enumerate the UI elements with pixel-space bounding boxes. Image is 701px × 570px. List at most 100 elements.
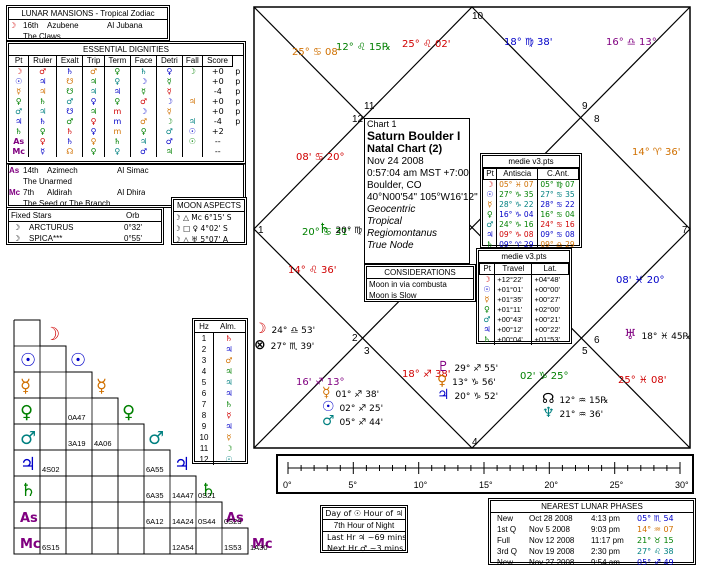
aspect-cell [39, 475, 67, 503]
aspect-grid-label: Mc [252, 537, 273, 552]
planet-position: ♃ 20° ♑ 52' [437, 387, 498, 403]
house-row: 5♃ [195, 377, 245, 388]
travel-row: ☽+12°22'+04°48' [479, 274, 569, 285]
house-number: 10 [472, 11, 484, 22]
cusp-label: 08' ♓ 20° [616, 275, 665, 286]
fixed-star-row: ☽ SPICA*** 0°55' [9, 233, 161, 244]
cusp-label: 02' ♑ 25° [520, 371, 569, 382]
house-row: 12☉ [195, 454, 245, 465]
chart-name: Saturn Boulder I [367, 129, 461, 143]
aspect-grid-row-label: ♄ [20, 480, 36, 501]
aspect-cell [117, 527, 145, 555]
moon-aspect-row: ☽ △ Mc 6°15' S [174, 213, 232, 222]
ruler-tick-label: 0° [283, 480, 292, 490]
planetary-hour-panel: Day of ☉ Hour of ♃ 7th Hour of Night Las… [320, 505, 408, 553]
fixed-stars-panel: Fixed Stars Orb ☽ ARCTURUS 0°32' ☽ SPICA… [6, 207, 164, 245]
aspect-cell-value: 3A19 [68, 439, 86, 448]
house-number: 3 [364, 346, 370, 357]
aspect-grid-row-label: ♃ [20, 454, 36, 475]
aspect-grid-row-label: ♀ [20, 402, 33, 423]
aspect-cell [117, 449, 145, 477]
dignity-row: Mc☿☊♀♀♂♃-- [9, 147, 243, 157]
cusp-label: 20° ♋ 31' [302, 227, 351, 238]
house-row: 7♄ [195, 399, 245, 410]
dignity-row: ♄♀♄♀m♀♂☉+2 [9, 127, 243, 137]
aspect-cell [91, 527, 119, 555]
aspect-grid-label: ♄ [200, 480, 216, 501]
aspect-cell-value: 6S15 [42, 543, 60, 552]
dignities-header: Trip [82, 56, 105, 67]
house-number: 2 [352, 333, 358, 344]
aspect-cell [39, 371, 67, 399]
cusp-label: 16' ♐ 13° [296, 377, 345, 388]
ruler-tick-label: 30° [675, 480, 689, 490]
dignities-header: Ruler [28, 56, 58, 67]
ruler-tick-label: 15° [479, 480, 493, 490]
aspect-cell [65, 501, 93, 529]
lunar-mansion-row: ☽ 16th Azubene Al Jubana [9, 21, 143, 30]
aspect-grid-row-label: Mc [20, 537, 41, 552]
moon-aspects-panel: MOON ASPECTS ☽ △ Mc 6°15' S ☽ □ ♀ 4°02' … [171, 197, 247, 245]
travel-row: ♃+00°12'+00°22' [479, 325, 569, 335]
house-row: 4♃ [195, 366, 245, 377]
house-row: 8☿ [195, 410, 245, 421]
house-number: 1 [258, 225, 264, 236]
chart-number: Chart 1 [367, 119, 397, 129]
planet-position: ♅ 18° ♓ 45℞ [624, 327, 691, 343]
aspect-cell [117, 475, 145, 503]
aspect-cell [91, 475, 119, 503]
aspect-cell [117, 501, 145, 529]
moon-aspect-row: ☽ △ ♅ 5°07' A [174, 235, 229, 244]
dignities-header: Score [202, 56, 233, 67]
dignities-header: Detri [156, 56, 183, 67]
aspect-cell [65, 449, 93, 477]
dignities-header: Fall [182, 56, 204, 67]
chart-type: Natal Chart (2) [367, 143, 443, 155]
asc-icon: As [9, 166, 20, 175]
aspect-cell [39, 501, 67, 529]
moon-aspects-title: MOON ASPECTS [174, 200, 244, 212]
degree-ruler: 0°5°10°15°20°25°30° [276, 454, 694, 494]
lunar-mansions-title: LUNAR MANSIONS - Tropical Zodiac [9, 8, 167, 20]
dignities-header: Face [130, 56, 158, 67]
chart-info-panel: Chart 1 Saturn Boulder I Natal Chart (2)… [364, 118, 478, 264]
aspect-cell-value: 0A47 [68, 413, 86, 422]
house-number: 12 [352, 114, 364, 125]
dignities-title: ESSENTIAL DIGNITIES [9, 44, 243, 56]
aspect-cell [91, 501, 119, 529]
aspect-grid-label: As [226, 511, 244, 526]
planet-position: ♇ 29° ♐ 55' [437, 359, 498, 375]
considerations-panel: CONSIDERATIONS Moon in via combusta Moon… [364, 264, 476, 302]
dignity-row: As♀♄♀♄♃♂☉-- [9, 137, 243, 147]
aspect-cell-value: 6A35 [146, 491, 164, 500]
aspect-cell-value: 14A24 [172, 517, 194, 526]
house-row: 10☿ [195, 432, 245, 443]
aspect-cell-value: 14A47 [172, 491, 194, 500]
dignities-header: Term [104, 56, 131, 67]
aspect-cell [65, 527, 93, 555]
cusp-label: 14° ♌ 36' [288, 265, 337, 276]
cusp-label: 14° ♈ 36' [632, 147, 681, 158]
lunar-mansion-desc: The Claws [23, 32, 61, 41]
house-row: 9♃ [195, 421, 245, 432]
house-number: 11 [364, 101, 375, 112]
fixed-stars-title: Fixed Stars [11, 211, 52, 220]
planet-position: ☊ 12° ♒ 15℞ [542, 391, 609, 407]
planet-position: ♄ 20° ♍ 31' [318, 221, 379, 237]
aspect-grid-label: ♂ [148, 428, 164, 449]
travel-row: ♄+00°04'+01°53' [479, 335, 569, 345]
planet-position: ♆ 21° ♒ 36' [542, 405, 603, 421]
